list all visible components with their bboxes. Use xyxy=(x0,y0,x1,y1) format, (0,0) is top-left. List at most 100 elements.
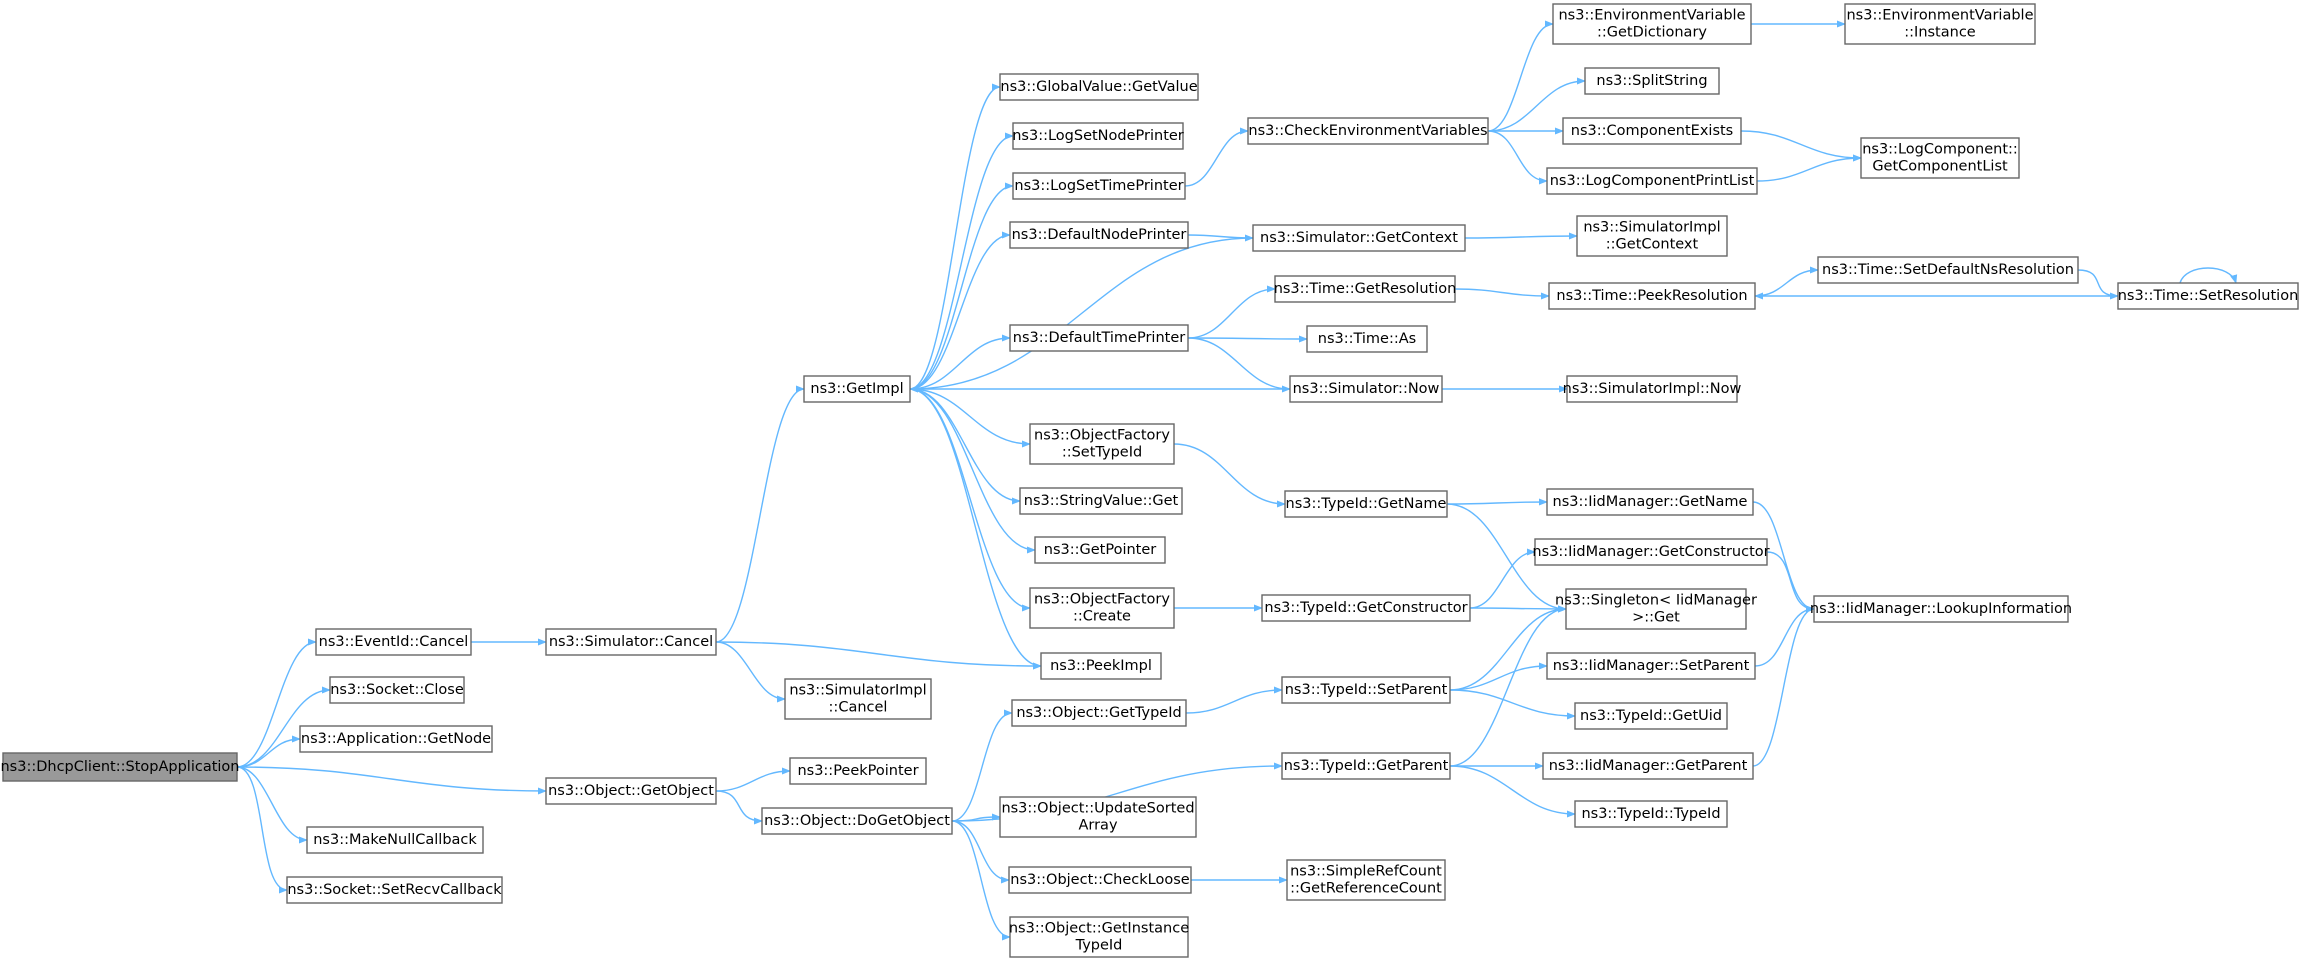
edge-sim-cancel-to-simimpl-cancel xyxy=(715,641,786,703)
node-box xyxy=(1562,117,1742,145)
node-checkloose[interactable]: ns3::Object::CheckLoose xyxy=(1008,866,1192,894)
node-box xyxy=(1009,221,1189,249)
node-envvar-instance[interactable]: ns3::EnvironmentVariable::Instance xyxy=(1844,3,2036,45)
node-time-setres[interactable]: ns3::Time::SetResolution xyxy=(2117,282,2299,310)
node-box xyxy=(2,752,238,782)
edge-typeid-getctor-to-singleton-get xyxy=(1469,605,1567,613)
node-simimpl-now[interactable]: ns3::SimulatorImpl::Now xyxy=(1563,375,1742,403)
node-box xyxy=(1860,137,2020,179)
edge-defaulttime-to-time-getres xyxy=(1187,285,1276,339)
edge-sim-getcontext-to-simimpl-getcontext xyxy=(1464,232,1578,240)
node-simplerefcount[interactable]: ns3::SimpleRefCount::GetReferenceCount xyxy=(1286,859,1446,901)
node-sim-getcontext[interactable]: ns3::Simulator::GetContext xyxy=(1252,224,1466,252)
node-label: ns3::StringValue::Get xyxy=(1024,493,1179,509)
node-root[interactable]: ns3::DhcpClient::StopApplication xyxy=(0,752,240,782)
edge-sim-cancel-to-getimpl xyxy=(715,385,805,643)
node-box xyxy=(1011,699,1187,727)
edge-getimpl-to-defaulttime xyxy=(909,334,1011,390)
node-socket-setrecv[interactable]: ns3::Socket::SetRecvCallback xyxy=(286,876,503,904)
node-label: ::GetReferenceCount xyxy=(1290,881,1442,897)
node-componentexists[interactable]: ns3::ComponentExists xyxy=(1562,117,1742,145)
node-stringvalue-get[interactable]: ns3::StringValue::Get xyxy=(1019,487,1183,515)
node-label: ns3::Object::UpdateSorted xyxy=(1001,801,1194,817)
node-label: ns3::TypeId::GetName xyxy=(1286,496,1447,512)
node-typeid-getuid[interactable]: ns3::TypeId::GetUid xyxy=(1574,702,1728,730)
node-logcomp-getlist[interactable]: ns3::LogComponent::GetComponentList xyxy=(1860,137,2020,179)
node-socket-close[interactable]: ns3::Socket::Close xyxy=(329,676,465,704)
node-objfactory-create[interactable]: ns3::ObjectFactory::Create xyxy=(1029,587,1175,629)
node-label: ns3::EventId::Cancel xyxy=(319,634,469,650)
node-label: >::Get xyxy=(1632,610,1680,626)
node-logsetnode[interactable]: ns3::LogSetNodePrinter xyxy=(1012,122,1184,150)
node-label: ns3::Time::PeekResolution xyxy=(1556,288,1747,304)
node-getpointer[interactable]: ns3::GetPointer xyxy=(1034,536,1166,564)
node-label: ns3::TypeId::GetUid xyxy=(1580,708,1722,724)
node-iid-getname[interactable]: ns3::IidManager::GetName xyxy=(1546,488,1754,516)
node-iid-getparent[interactable]: ns3::IidManager::GetParent xyxy=(1542,752,1754,780)
node-defaultnode[interactable]: ns3::DefaultNodePrinter xyxy=(1009,221,1189,249)
node-box xyxy=(1281,752,1451,780)
node-iid-getctor[interactable]: ns3::IidManager::GetConstructor xyxy=(1532,538,1770,566)
edge-typeid-getname-to-iid-getname xyxy=(1446,498,1548,506)
node-objfactory-settypeid[interactable]: ns3::ObjectFactory::SetTypeId xyxy=(1029,423,1175,465)
node-iid-lookup[interactable]: ns3::IidManager::LookupInformation xyxy=(1810,595,2072,623)
node-label: GetComponentList xyxy=(1872,159,2008,175)
node-typeid-setparent[interactable]: ns3::TypeId::SetParent xyxy=(1281,676,1451,704)
node-box xyxy=(1252,224,1466,252)
node-typeid-getparent[interactable]: ns3::TypeId::GetParent xyxy=(1281,752,1451,780)
node-box xyxy=(761,807,953,835)
edge-time-setdefaultns-to-time-setres xyxy=(2077,269,2119,300)
node-defaulttime[interactable]: ns3::DefaultTimePrinter xyxy=(1009,324,1189,352)
node-peekpointer[interactable]: ns3::PeekPointer xyxy=(789,757,927,785)
node-time-setdefaultns[interactable]: ns3::Time::SetDefaultNsResolution xyxy=(1817,256,2079,284)
node-sim-now[interactable]: ns3::Simulator::Now xyxy=(1289,375,1443,403)
node-singleton-get[interactable]: ns3::Singleton< IidManager >::Get xyxy=(1555,588,1757,630)
node-time-peekres[interactable]: ns3::Time::PeekResolution xyxy=(1548,282,1756,310)
node-peekimpl[interactable]: ns3::PeekImpl xyxy=(1040,652,1162,680)
node-globalvalue-get[interactable]: ns3::GlobalValue::GetValue xyxy=(999,73,1199,101)
node-simimpl-getcontext[interactable]: ns3::SimulatorImpl::GetContext xyxy=(1576,215,1728,257)
node-box xyxy=(1274,275,1456,303)
node-box xyxy=(1029,587,1175,629)
node-label: ns3::SimpleRefCount xyxy=(1290,864,1442,880)
node-splitstring[interactable]: ns3::SplitString xyxy=(1584,67,1720,95)
node-label: ns3::Socket::Close xyxy=(330,682,464,698)
node-app-getnode[interactable]: ns3::Application::GetNode xyxy=(299,725,493,753)
node-object-getobject[interactable]: ns3::Object::GetObject xyxy=(545,777,717,805)
node-label: ::Instance xyxy=(1904,25,1976,41)
node-label: ns3::DefaultTimePrinter xyxy=(1013,330,1185,346)
node-box xyxy=(2117,282,2299,310)
node-simimpl-cancel[interactable]: ns3::SimulatorImpl::Cancel xyxy=(784,678,932,720)
edge-logsettime-to-checkenv xyxy=(1184,127,1249,187)
node-typeid-typeid[interactable]: ns3::TypeId::TypeId xyxy=(1574,800,1728,828)
node-label: ns3::GlobalValue::GetValue xyxy=(1000,79,1197,95)
node-sim-cancel[interactable]: ns3::Simulator::Cancel xyxy=(545,628,717,656)
node-label: ns3::Simulator::Cancel xyxy=(549,634,713,650)
node-time-as[interactable]: ns3::Time::As xyxy=(1306,325,1428,353)
node-dogetobject[interactable]: ns3::Object::DoGetObject xyxy=(761,807,953,835)
edge-logcompprintlist-to-logcomp-getlist xyxy=(1756,154,1862,182)
edge-checkenv-to-logcompprintlist xyxy=(1487,130,1548,185)
node-makenullcallback[interactable]: ns3::MakeNullCallback xyxy=(306,826,484,854)
edge-checkenv-to-splitstring xyxy=(1487,77,1586,132)
node-envvar-getdict[interactable]: ns3::EnvironmentVariable::GetDictionary xyxy=(1552,3,1752,45)
node-eventid-cancel[interactable]: ns3::EventId::Cancel xyxy=(315,628,472,656)
node-iid-setparent[interactable]: ns3::IidManager::SetParent xyxy=(1546,652,1756,680)
node-logsettime[interactable]: ns3::LogSetTimePrinter xyxy=(1012,172,1186,200)
node-label: ns3::ObjectFactory xyxy=(1034,428,1170,444)
node-typeid-getname[interactable]: ns3::TypeId::GetName xyxy=(1284,490,1448,518)
node-typeid-getctor[interactable]: ns3::TypeId::GetConstructor xyxy=(1261,594,1471,622)
edge-root-to-object-getobject xyxy=(236,766,547,795)
node-object-gettypeid[interactable]: ns3::Object::GetTypeId xyxy=(1011,699,1187,727)
node-getimpl[interactable]: ns3::GetImpl xyxy=(803,375,911,403)
edge-dogetobject-to-getinstancetypeid xyxy=(951,820,1011,941)
node-logcompprintlist[interactable]: ns3::LogComponentPrintList xyxy=(1546,167,1758,195)
edge-time-peekres-to-time-setdefaultns xyxy=(1754,266,1819,297)
node-label: ns3::Application::GetNode xyxy=(301,731,491,747)
node-time-getres[interactable]: ns3::Time::GetResolution xyxy=(1274,275,1457,303)
node-checkenv[interactable]: ns3::CheckEnvironmentVariables xyxy=(1247,117,1489,145)
edge-componentexists-to-logcomp-getlist xyxy=(1740,130,1862,162)
